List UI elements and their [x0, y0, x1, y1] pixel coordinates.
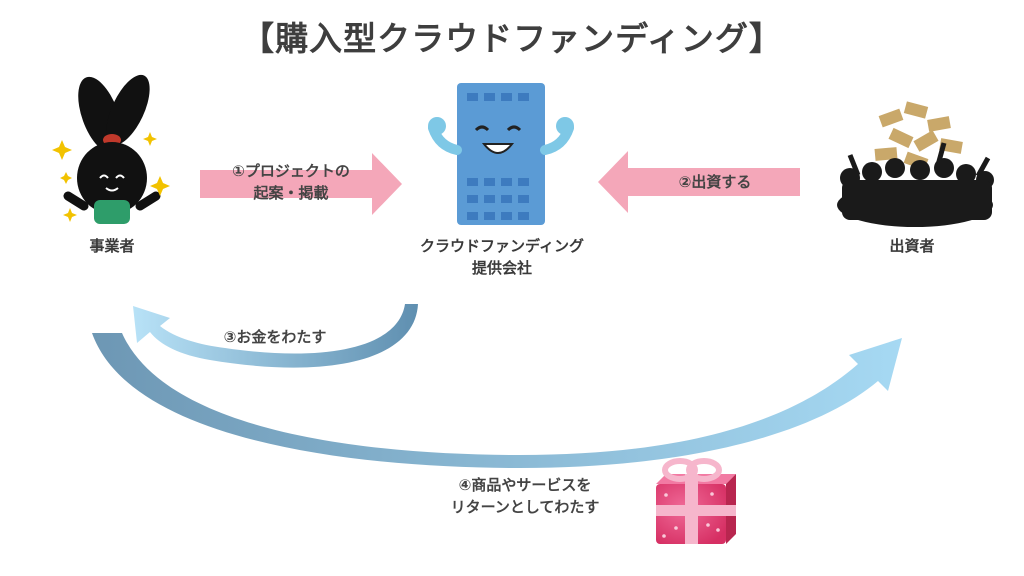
- step1-label: ①プロジェクトの 起案・掲載: [206, 160, 376, 204]
- sparkle-icon: [52, 132, 170, 222]
- platform-label-line1: クラウドファンディング: [420, 237, 584, 255]
- investors-crowd-icon: [837, 101, 994, 227]
- arrow-step2: [598, 151, 800, 213]
- business-owner-label: 事業者: [89, 237, 135, 255]
- business-owner-icon: [52, 74, 170, 224]
- step4-label-line1: ④商品やサービスを: [458, 476, 592, 494]
- step2-label: ②出資する: [678, 173, 752, 191]
- page-title: 【購入型クラウドファンディング】: [241, 19, 783, 58]
- platform-building-icon: [428, 83, 574, 225]
- arrow-step3: [133, 304, 418, 368]
- investors-label: 出資者: [889, 237, 935, 255]
- step4-label: ④商品やサービスを リターンとしてわたす: [420, 474, 630, 518]
- step4-label-line2: リターンとしてわたす: [450, 498, 600, 516]
- platform-label-line2: 提供会社: [471, 259, 532, 277]
- arrow-step1: [200, 153, 402, 215]
- platform-label: クラウドファンディング 提供会社: [390, 235, 614, 279]
- step3-label: ③お金をわたす: [223, 328, 327, 346]
- gift-box-icon: [656, 458, 736, 544]
- step1-label-line1: ①プロジェクトの: [232, 162, 350, 180]
- step1-label-line2: 起案・掲載: [253, 184, 329, 202]
